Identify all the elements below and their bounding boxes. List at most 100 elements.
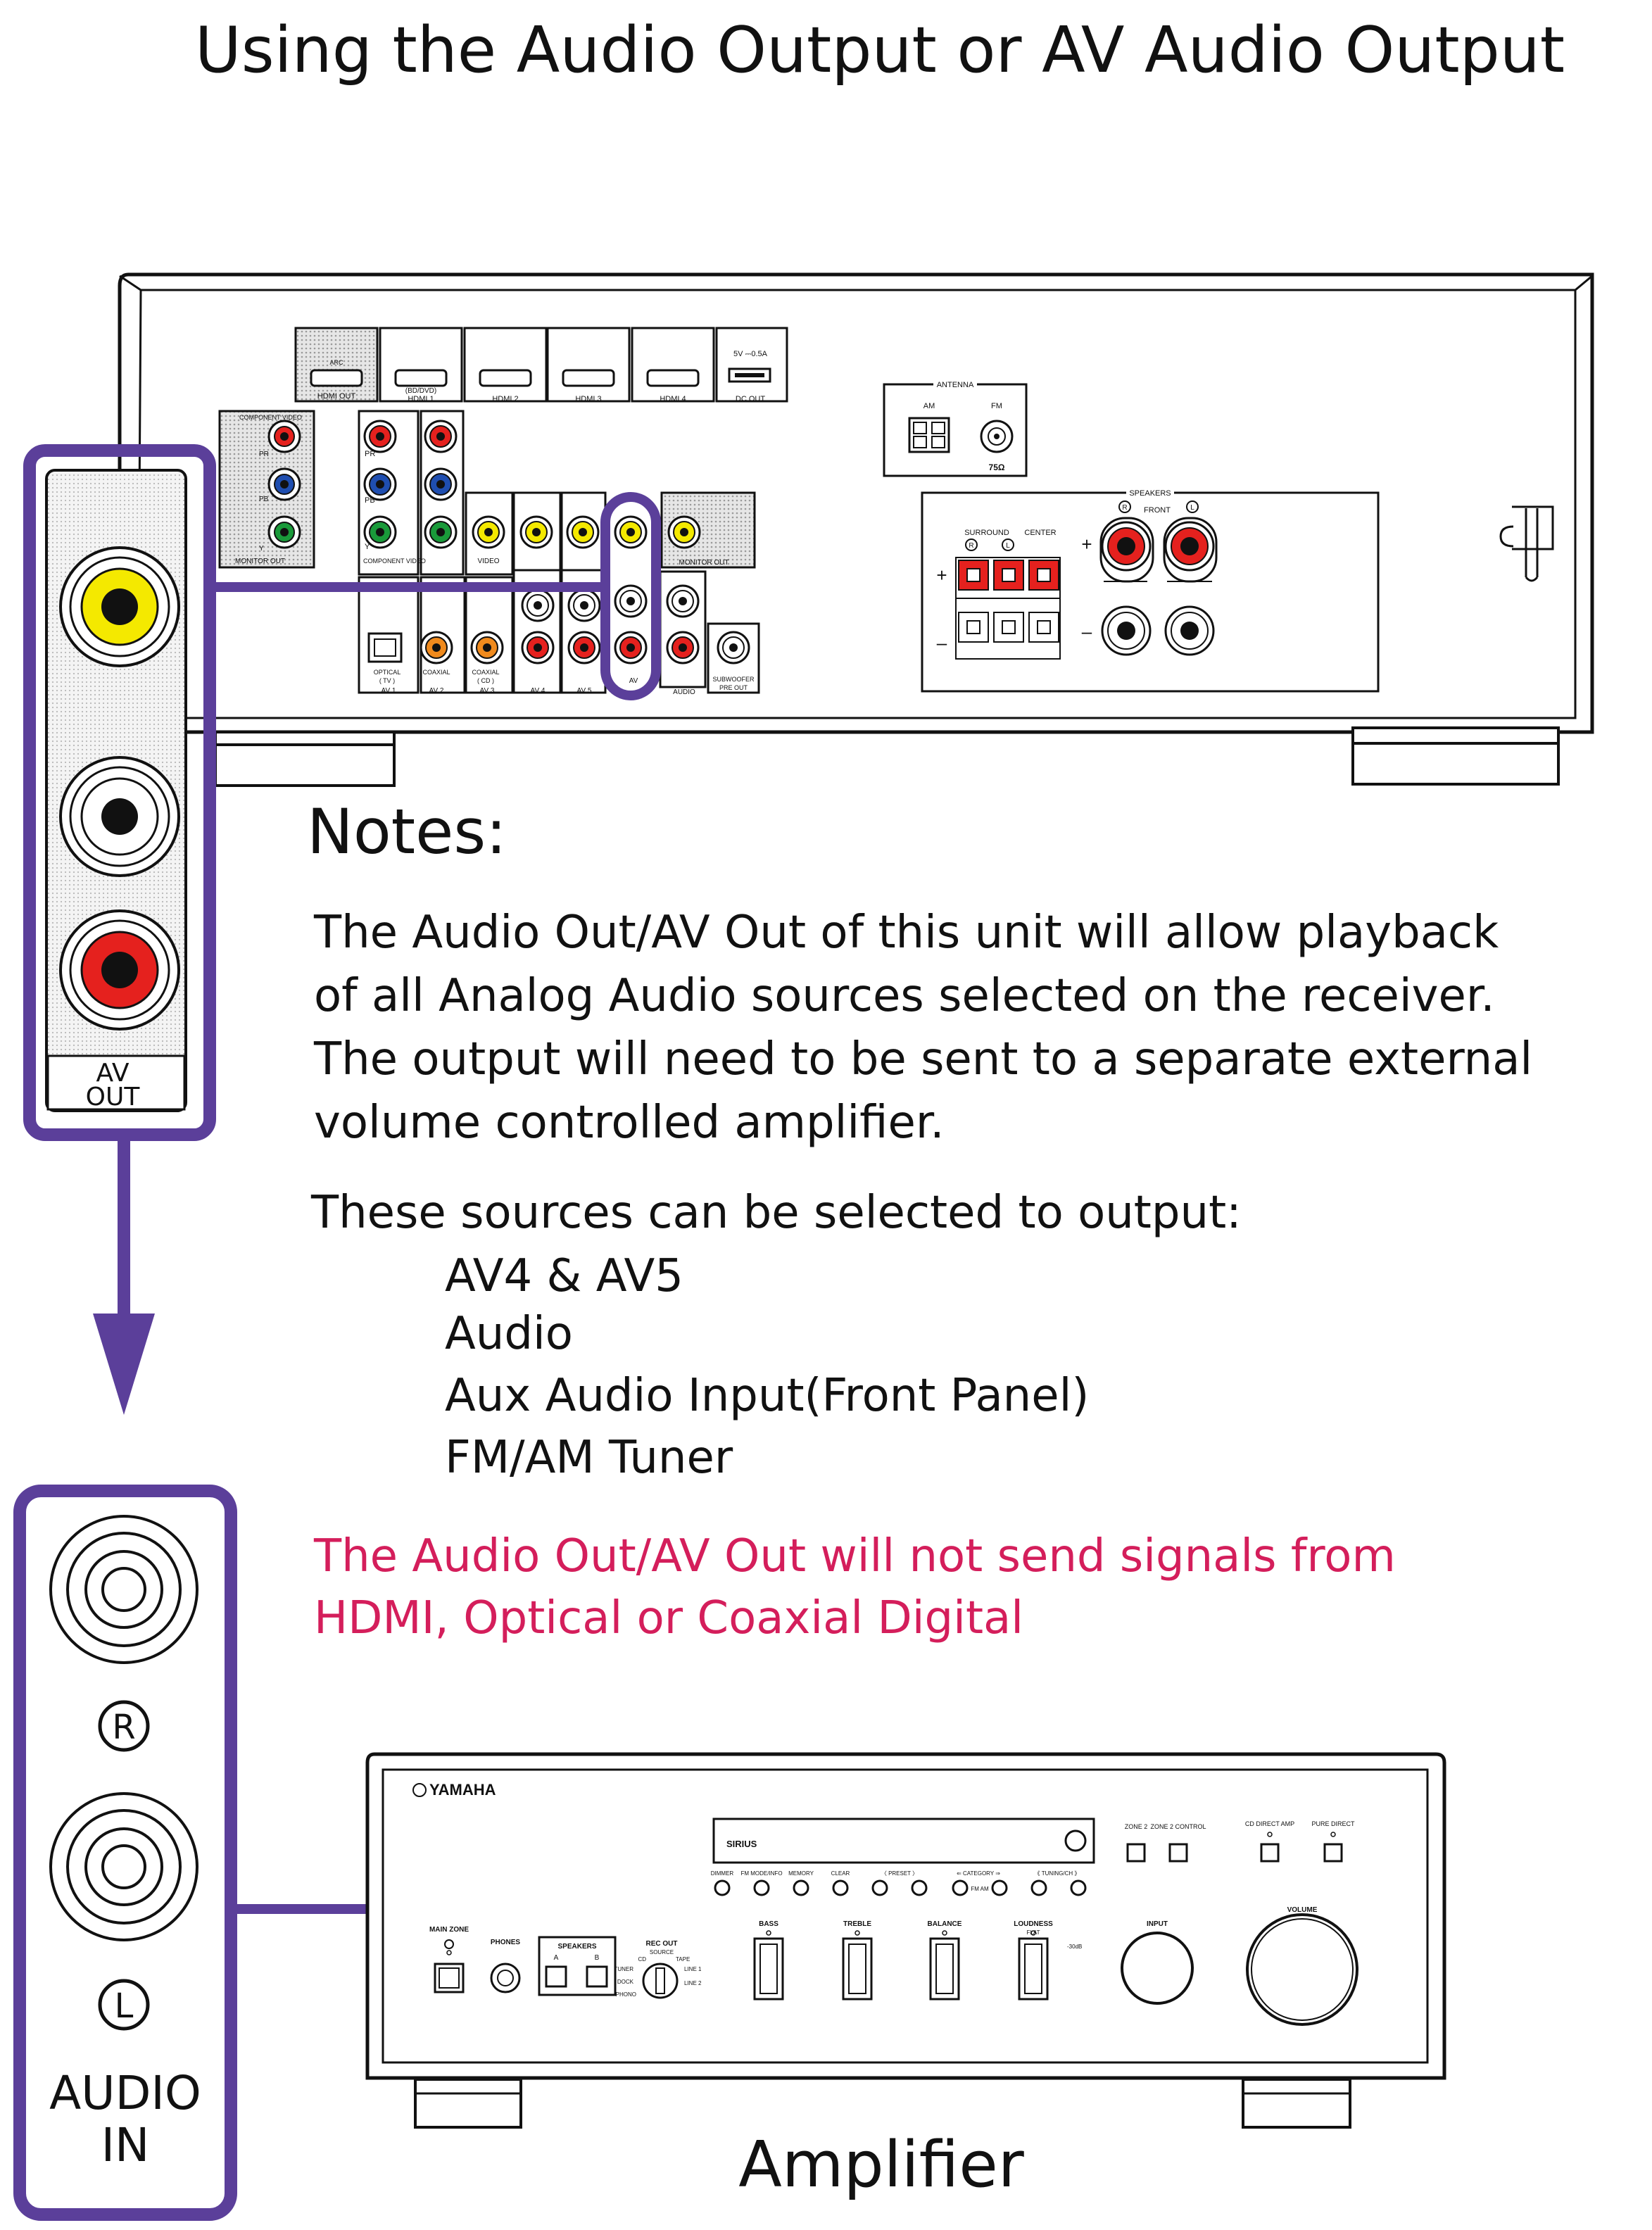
comp2-y-jack	[424, 515, 458, 549]
sources-heading: These sources can be selected to output:	[310, 1187, 1242, 1239]
phones-label: PHONES	[491, 1939, 521, 1946]
function-button	[911, 1879, 928, 1896]
arrow-down-icon	[93, 1314, 155, 1415]
hdmi-out-label: HDMI OUT	[317, 392, 356, 401]
source-item: Audio	[445, 1308, 573, 1360]
category-label: ⇐ CATEGORY ⇒	[957, 1870, 1000, 1877]
monitor-pb-label: PB	[259, 496, 269, 503]
fm-ohm-label: 75Ω	[989, 462, 1005, 472]
notes-line: of all Analog Audio sources selected on …	[314, 970, 1495, 1022]
comp-y-label: Y	[365, 543, 370, 551]
av-video-out-jack	[614, 515, 648, 549]
arc-label: ARC	[329, 359, 343, 366]
av4-l-jack	[521, 588, 555, 622]
memory-label: MEMORY	[788, 1870, 814, 1877]
phono-label: PHONO	[616, 1991, 636, 1998]
pure-direct-button	[1323, 1843, 1343, 1863]
source-item: AV4 & AV5	[445, 1250, 683, 1302]
coaxial-label: COAXIAL	[422, 669, 450, 676]
coaxial-jack	[420, 631, 453, 664]
audio-in-l-label: L	[115, 1986, 134, 2026]
av-out-label-1: AV	[96, 1059, 130, 1088]
bass-label: BASS	[759, 1920, 778, 1928]
balance-label: BALANCE	[928, 1920, 962, 1928]
av5-label: AV 5	[577, 687, 592, 695]
av-out-yellow-jack	[59, 546, 180, 667]
speakers-b-label: B	[595, 1954, 600, 1962]
audio-l-jack	[666, 584, 700, 618]
amplifier-display	[712, 1818, 1095, 1864]
av-out-panel: AV OUT	[23, 444, 216, 1141]
treble-label: TREBLE	[843, 1920, 871, 1928]
tuning-label: 《 TUNING/CH 》	[1035, 1870, 1080, 1877]
subwoofer-jack	[717, 631, 750, 664]
hdmi-1-port: (BD/DVD) HDMI 1	[379, 327, 463, 403]
power-cord	[1499, 505, 1554, 582]
line1-label: LINE 1	[684, 1966, 702, 1972]
hdmi-1-label: HDMI 1	[408, 395, 434, 403]
fm-am-label: FM AM	[971, 1886, 989, 1892]
audio-in-r-jack	[49, 1515, 198, 1664]
source-item: FM/AM Tuner	[445, 1432, 733, 1484]
component-video-label: COMPONENT VIDEO	[239, 414, 302, 421]
function-button	[1030, 1879, 1047, 1896]
center-label: CENTER	[1024, 529, 1056, 537]
surround-r-label: R	[969, 542, 973, 550]
receiver-rca-jacks	[363, 420, 750, 664]
cd-direct-amp-button	[1260, 1843, 1280, 1863]
function-button	[952, 1879, 969, 1896]
comp2-pr-jack	[424, 420, 458, 453]
front-binding-posts	[1099, 517, 1218, 656]
subwoofer-label: SUBWOOFER	[712, 676, 755, 683]
speaker-terminals-section: SPEAKERS R L FRONT SURROUND CENTER R L +…	[921, 487, 1380, 693]
cd-label: CD	[638, 1956, 646, 1963]
power-icon	[444, 1939, 454, 1949]
tuner-label: TUNER	[614, 1966, 633, 1972]
clear-label: CLEAR	[831, 1870, 850, 1877]
plus-label-left: +	[936, 565, 947, 586]
rec-out-label: REC OUT	[646, 1940, 678, 1948]
monitor-video-out-jack	[667, 515, 701, 549]
pre-out-label: PRE OUT	[719, 684, 748, 691]
video-2-jack	[519, 515, 553, 549]
hdmi-3-port: HDMI 3	[546, 327, 631, 403]
zone2-control-button	[1168, 1843, 1188, 1863]
yamaha-logo-icon	[412, 1783, 427, 1797]
hdmi-out-port: ARC HDMI OUT	[294, 327, 379, 403]
av-out-label-2: OUT	[86, 1083, 141, 1111]
function-buttons	[714, 1879, 1087, 1896]
notes-text: The Audio Out/AV Out of this unit will a…	[313, 907, 1532, 1149]
av4-label: AV 4	[531, 687, 546, 695]
sirius-label: SIRIUS	[726, 1839, 757, 1849]
db-label: -30dB	[1067, 1944, 1082, 1950]
coaxial-cd-jack	[470, 631, 504, 664]
speakers-label: SPEAKERS	[1129, 489, 1171, 498]
function-button	[753, 1879, 770, 1896]
audio-in-panel: R L AUDIO IN	[13, 1485, 237, 2221]
tape-label: TAPE	[676, 1956, 690, 1963]
page-title: Using the Audio Output or AV Audio Outpu…	[195, 13, 1565, 87]
hdmi-4-port: HDMI 4	[631, 327, 715, 403]
surround-l-label: L	[1006, 542, 1010, 550]
antenna-section: ANTENNA AM FM 75Ω	[883, 379, 1028, 477]
amplifier-label: Amplifier	[738, 2128, 1023, 2202]
av1-label: AV 1	[382, 687, 396, 695]
dc-spec-label: 5V ⎓0.5A	[733, 350, 768, 358]
antenna-label: ANTENNA	[937, 381, 974, 389]
loudness-label: LOUDNESS	[1014, 1920, 1053, 1928]
notes-heading: Notes:	[307, 795, 507, 868]
cd-direct-amp-label: CD DIRECT AMP	[1245, 1820, 1294, 1827]
tone-knobs	[753, 1930, 1049, 2001]
video-3-jack	[566, 515, 600, 549]
warning-line: The Audio Out/AV Out will not send signa…	[313, 1530, 1396, 1582]
source-item: Aux Audio Input(Front Panel)	[445, 1370, 1089, 1422]
av3-label: AV 3	[480, 687, 495, 695]
av-out-white-jack	[59, 756, 180, 877]
amplifier-front-panel: YAMAHA SIRIUS ZONE 2 ZONE 2 CONTROL CD D…	[365, 1752, 1446, 2129]
flat-label: FLAT	[1027, 1929, 1040, 1936]
line2-label: LINE 2	[684, 1980, 702, 1986]
function-button	[871, 1879, 888, 1896]
video-1-jack	[472, 515, 505, 549]
coaxial-cd-label-1: COAXIAL	[472, 669, 499, 676]
